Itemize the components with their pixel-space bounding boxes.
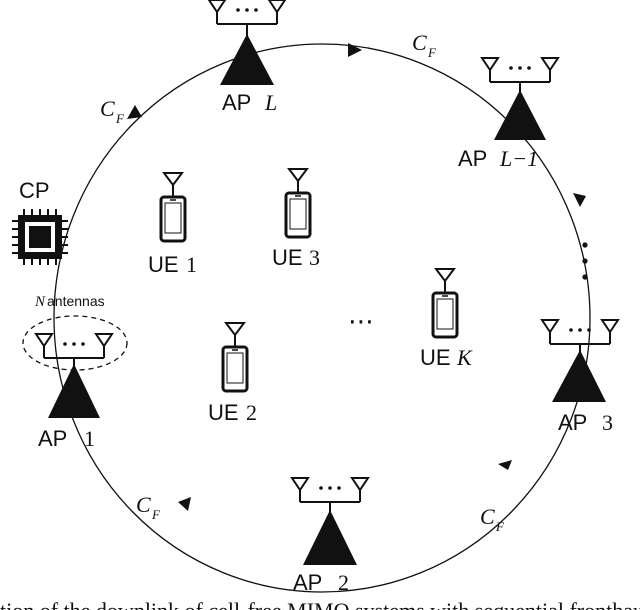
ue-prefix: UE (272, 245, 303, 270)
n-symbol-label: N (34, 294, 46, 310)
ring-arrowheads (127, 43, 586, 511)
cf-symbol: C (136, 492, 151, 517)
ue-index: K (456, 345, 473, 370)
ap-index: 3 (602, 410, 613, 435)
ap-triangle-icon (494, 90, 546, 140)
antennas-label: antennas (47, 293, 105, 309)
vertical-ellipsis (582, 242, 588, 280)
arrowhead-upper-left (127, 105, 142, 119)
antenna-array-icon (482, 58, 558, 94)
cp-label: CP (19, 178, 50, 203)
ue-ellipsis: ⋯ (348, 306, 374, 336)
cf-label-bottom-right: C F (480, 504, 505, 534)
cf-label-top: C F (412, 30, 437, 60)
antenna-array-icon (292, 478, 368, 514)
ap-triangle-icon (552, 350, 606, 402)
ue-prefix: UE (420, 345, 451, 370)
cf-label-left: C F (100, 96, 125, 126)
ue-index: 2 (246, 400, 257, 425)
ap-1-node: AP 1 (36, 334, 112, 451)
cf-subscript: F (495, 519, 505, 534)
cf-symbol: C (480, 504, 495, 529)
fronthaul-ring (53, 43, 591, 593)
cp-chip-icon (12, 209, 68, 265)
ue-2-node: UE 2 (208, 321, 257, 425)
ap-prefix: AP (222, 90, 251, 115)
cf-label-bottom-left: C F (136, 492, 161, 522)
ue-index: 3 (309, 245, 320, 270)
ap-prefix: AP (38, 426, 67, 451)
ue-prefix: UE (148, 252, 179, 277)
ap-prefix: AP (558, 410, 587, 435)
ap-triangle-icon (303, 510, 357, 565)
ap-3-node: AP 3 (542, 320, 618, 435)
ap-index: L−1 (499, 146, 538, 171)
antenna-array-icon (209, 0, 285, 36)
cf-subscript: F (115, 111, 125, 126)
ap-prefix: AP (458, 146, 487, 171)
ap-prefix: AP (293, 570, 322, 595)
ap-index: 2 (338, 570, 349, 595)
arrowhead-lower-right (498, 460, 512, 470)
ap-triangle-icon (48, 364, 100, 418)
arrowhead-right (573, 193, 586, 207)
phone-icon (221, 321, 249, 393)
cf-symbol: C (100, 96, 115, 121)
figure-caption-fragment: tion of the downlink of cell-free MIMO s… (0, 598, 640, 610)
ue-K-node: UE K (420, 267, 473, 370)
cf-subscript: F (427, 45, 437, 60)
ap-index: L (264, 90, 277, 115)
ap-2-node: AP 2 (292, 478, 368, 595)
phone-icon (431, 267, 459, 339)
ap-index: 1 (84, 426, 95, 451)
cf-symbol: C (412, 30, 427, 55)
ue-index: 1 (186, 252, 197, 277)
ap-L-1-node: AP L−1 (458, 58, 558, 171)
arrowhead-top (348, 43, 362, 57)
ue-3-node: UE 3 (272, 167, 320, 270)
cf-subscript: F (151, 507, 161, 522)
arrowhead-lower-left (178, 497, 191, 511)
phone-icon (159, 171, 187, 243)
phone-icon (284, 167, 312, 239)
ue-1-node: UE 1 (148, 171, 197, 277)
ue-prefix: UE (208, 400, 239, 425)
ap-L-node: AP L (209, 0, 285, 115)
ap-triangle-icon (220, 34, 274, 85)
